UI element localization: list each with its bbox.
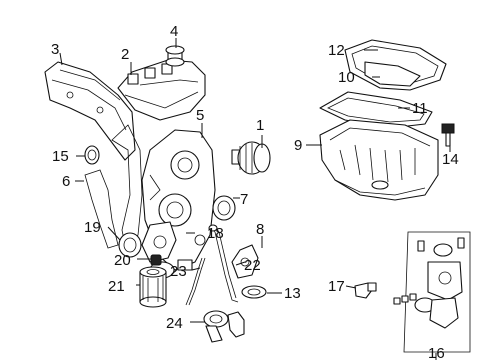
callout-6: 6 <box>62 173 70 190</box>
part-21-oil-filter <box>139 266 167 308</box>
callout-17: 17 <box>328 278 345 295</box>
part-22-dipstick-tube <box>208 224 239 303</box>
callout-19: 19 <box>84 219 101 236</box>
part-9-oil-pan <box>319 119 439 201</box>
callout-14: 14 <box>442 151 459 168</box>
callout-15: 15 <box>52 148 69 165</box>
part-23-dipstick <box>185 257 206 306</box>
callout-3: 3 <box>51 41 59 58</box>
callout-24: 24 <box>166 315 183 332</box>
part-20-plug <box>150 254 162 266</box>
leader-lines <box>59 38 451 360</box>
callout-1: 1 <box>256 117 264 134</box>
callout-12: 12 <box>328 42 345 59</box>
callout-7: 7 <box>240 191 248 208</box>
callout-22: 22 <box>244 257 261 274</box>
callout-13: 13 <box>284 285 301 302</box>
callout-18: 18 <box>207 225 224 242</box>
callout-5: 5 <box>196 107 204 124</box>
part-2-valve-cover <box>117 59 206 121</box>
part-24-sensor <box>203 310 245 343</box>
callout-labels: 1 2 3 4 5 6 7 8 9 10 11 12 13 14 15 16 1… <box>51 23 459 360</box>
callout-23: 23 <box>170 263 187 280</box>
part-3-cover <box>44 61 136 161</box>
part-7-seal <box>212 195 236 221</box>
part-14-sensor <box>441 123 455 147</box>
part-16-assembly-box <box>393 231 471 353</box>
part-10-baffle <box>364 61 421 87</box>
callout-16: 16 <box>428 345 445 360</box>
callout-21: 21 <box>108 278 125 295</box>
part-13-ring <box>241 285 267 299</box>
callout-20: 20 <box>114 252 131 269</box>
callout-10: 10 <box>338 69 355 86</box>
part-4-filler-cap <box>165 45 185 67</box>
callout-11: 11 <box>412 100 428 117</box>
part-15-seal <box>84 145 100 165</box>
part-19-crank-seal <box>118 232 142 258</box>
callout-8: 8 <box>256 221 264 238</box>
part-17-sensor <box>354 282 377 299</box>
callout-9: 9 <box>294 137 302 154</box>
part-1-water-pump <box>231 141 271 175</box>
callout-4: 4 <box>170 23 178 40</box>
callout-2: 2 <box>121 46 129 63</box>
part-8-bracket <box>231 244 259 279</box>
